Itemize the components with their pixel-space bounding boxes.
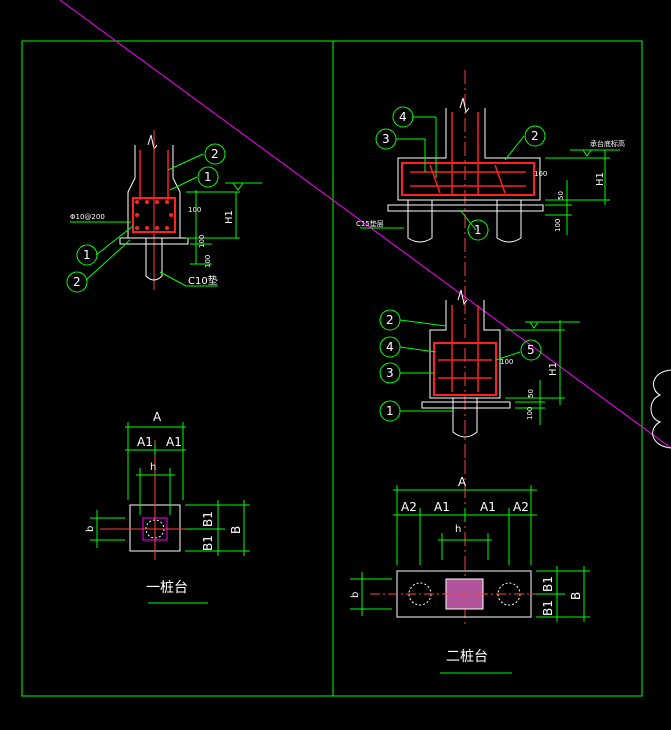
right-pile-2 (452, 398, 478, 438)
right-section-2: 2 4 3 5 1 100 50 100 H1 (379, 289, 580, 460)
plan-dim-B: B (569, 592, 583, 600)
plan-dim-B: B (229, 526, 243, 534)
right-rebar-detail-1 (410, 112, 526, 195)
right-rebar-cage-2 (433, 342, 497, 396)
callout-circle (524, 125, 546, 147)
right-cushion-1 (387, 204, 544, 212)
right-pile-1a (407, 200, 433, 243)
callout-circle (66, 271, 88, 293)
right-plan-view: A A2 A1 A1 A2 h b B1 B1 B 二桩台 (350, 460, 590, 674)
left-pile (145, 238, 163, 281)
right-rebar-cage-1 (401, 162, 535, 196)
right-dims-2 (505, 320, 580, 425)
left-rebar-dots (135, 200, 173, 230)
dim-label: 100 (534, 170, 547, 178)
plan-dim-A: A (458, 475, 467, 489)
h1-label: H1 (224, 210, 235, 224)
callout-circle (204, 143, 226, 165)
callout-circle (467, 219, 489, 241)
left-cushion-layer (119, 237, 189, 245)
right-break-mark-2 (457, 289, 468, 306)
plan-dim-B1-bottom: B1 (541, 600, 555, 616)
callout-circle (379, 400, 401, 422)
callout-label: 1 (83, 248, 91, 262)
right-dims-1 (360, 149, 620, 235)
plan-caption-double: 二桩台 (446, 648, 488, 665)
callout-label: 3 (386, 366, 394, 380)
dim-label: 100 (500, 358, 513, 366)
callout-label: 4 (386, 340, 394, 354)
cushion-note: C15垫层 (356, 219, 384, 228)
right-callouts-2 (379, 309, 542, 422)
left-section-view: 2 1 1 2 Φ10@200 100 100 100 H1 C10垫 (66, 130, 262, 293)
revision-cloud (650, 369, 671, 449)
callout-circle (197, 166, 219, 188)
dim-label: 100 (526, 407, 534, 420)
drawing-frame (21, 40, 643, 697)
right-cap-2-outline (429, 300, 501, 399)
h1-label: H1 (595, 172, 606, 186)
plan-dim-A2-right: A2 (513, 500, 529, 514)
callout-circle (379, 362, 401, 384)
cushion-note-leader (159, 271, 187, 287)
dim-label: 100 (204, 255, 212, 268)
callout-label: 5 (527, 343, 535, 357)
plan-dim-A2-left: A2 (401, 500, 417, 514)
plan-dim-B1-top: B1 (541, 576, 555, 592)
callout-circle (76, 244, 98, 266)
cushion-note: C10垫 (188, 274, 218, 287)
diagonal-line (59, 0, 671, 449)
left-break-mark (147, 134, 158, 151)
plan-dim-b: b (85, 526, 96, 532)
right-rebar-detail-2 (438, 305, 492, 392)
callout-label: 1 (386, 404, 394, 418)
plan-dim-A: A (153, 410, 162, 424)
right-pile-1b (496, 200, 522, 243)
callout-label: 2 (73, 275, 81, 289)
plan-dim-A1-right: A1 (480, 500, 496, 514)
plan-dim-h: h (150, 462, 156, 473)
top-note: 承台底标高 (590, 139, 625, 148)
callout-circle (392, 106, 414, 128)
left-plan-view: A A1 A1 h b B1 B1 B 一桩台 (85, 410, 250, 604)
h1-label: H1 (548, 362, 559, 376)
callout-label: 3 (382, 132, 390, 146)
right-callouts-1 (375, 106, 546, 241)
callout-label: 1 (204, 170, 212, 184)
dim-label: 100 (198, 235, 206, 248)
plan-dim-A1-left: A1 (434, 500, 450, 514)
dim-label: 50 (557, 191, 565, 200)
left-dim-lines (186, 182, 262, 265)
dim-label: 50 (527, 389, 535, 398)
right-plan-dims (350, 485, 590, 674)
plan-caption-single: 一桩台 (146, 579, 188, 596)
dim-label: 100 (554, 219, 562, 232)
callout-circle (379, 309, 401, 331)
callout-label: 2 (386, 313, 394, 327)
left-plan-dims (90, 422, 250, 604)
plan-dim-B1-top: B1 (201, 511, 215, 527)
right-cushion-2 (421, 401, 511, 409)
callout-circle (379, 336, 401, 358)
callout-label: 2 (211, 147, 219, 161)
plan-dim-A1-right: A1 (166, 435, 182, 449)
right-break-mark-1 (459, 97, 470, 114)
callout-label: 4 (399, 110, 407, 124)
right-section-1: 4 3 2 1 100 50 100 H1 承台底标高 C15垫层 (356, 70, 625, 300)
left-callouts (66, 143, 226, 293)
plan-dim-A1-left: A1 (137, 435, 153, 449)
plan-dim-h: h (455, 524, 461, 535)
left-rebar-cage (132, 197, 176, 233)
right-cap-1-outline (397, 108, 541, 201)
outer-border (21, 40, 643, 697)
plan-dim-B1-bottom: B1 (201, 535, 215, 551)
callout-label: 1 (474, 223, 482, 237)
dim-label: 100 (188, 206, 201, 214)
rebar-note: Φ10@200 (70, 213, 105, 221)
callout-circle (520, 339, 542, 361)
callout-label: 2 (531, 129, 539, 143)
callout-circle (375, 128, 397, 150)
plan-dim-b: b (350, 592, 361, 598)
